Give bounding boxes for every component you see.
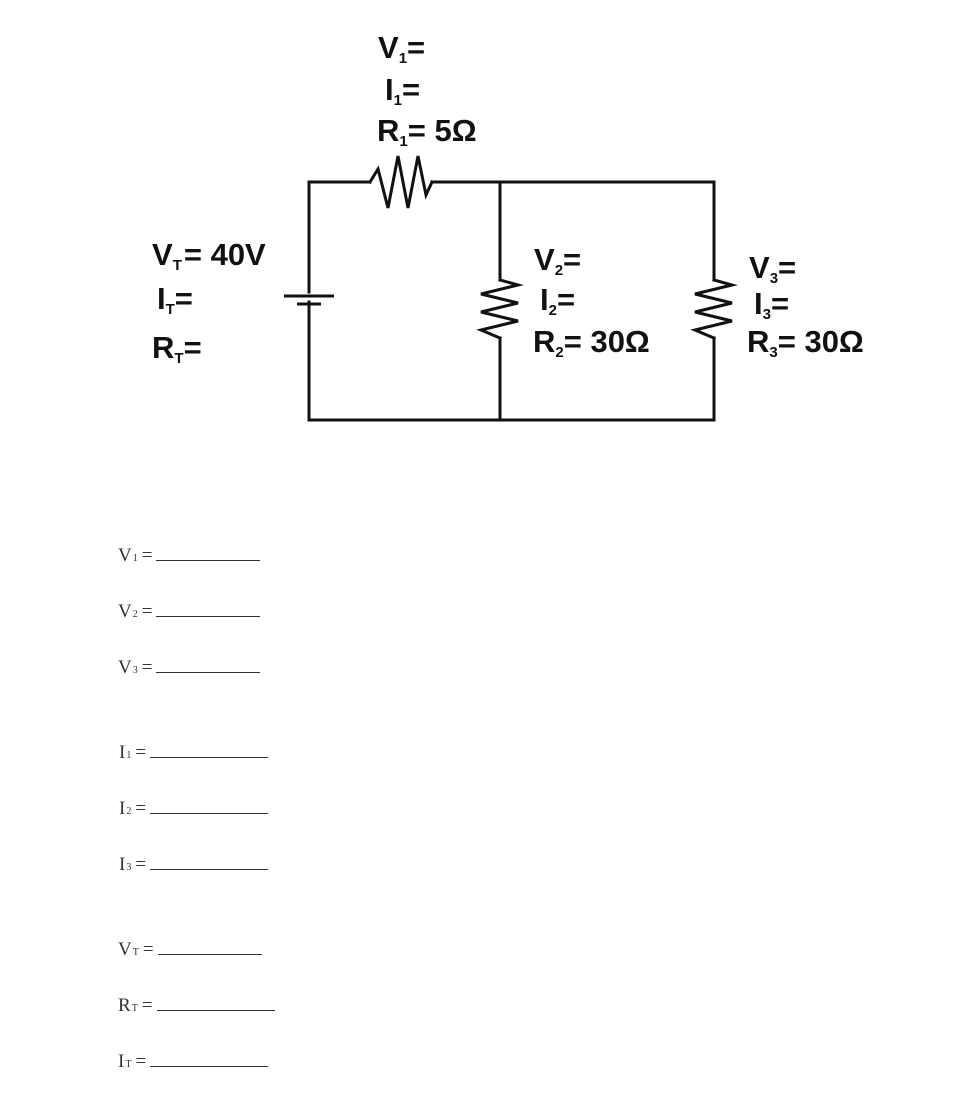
answer-eq: = [135,1051,147,1072]
label-v1: V1= [378,30,425,67]
answer-eq: = [141,657,153,678]
answer-sub: T [131,1003,138,1014]
label-i1: I1= [385,72,420,109]
answer-eq: = [135,854,147,875]
answer-var: I [119,798,126,819]
answer-blank-v1[interactable] [156,559,261,561]
resistor-r3-icon [690,278,738,340]
label-vt: VT= 40V [152,237,266,274]
label-r3: R3= 30Ω [747,324,864,361]
battery-icon [284,294,334,306]
answer-var: I [119,854,126,875]
answer-blank-i1[interactable] [150,756,269,758]
answer-blank-vt[interactable] [157,953,262,955]
answer-sub: 1 [132,553,138,564]
answer-var: R [118,995,131,1016]
answer-eq: = [141,545,153,566]
battery-labels: VT= 40V IT= RT= [152,237,266,367]
answer-blank-i3[interactable] [150,868,269,870]
label-rt: RT= [152,330,202,367]
answer-sub: 3 [132,665,138,676]
answer-eq: = [141,601,153,622]
r1-labels: V1= I1= R1= 5Ω [377,30,477,150]
r3-labels: V3= I3= R3= 30Ω [747,250,864,361]
resistor-r1-icon [367,155,434,209]
label-it: IT= [157,281,193,318]
answer-sub: 1 [126,750,132,761]
answer-var: V [118,545,132,566]
answer-sub: T [132,947,139,958]
answer-sub: T [125,1059,132,1070]
answer-blank-rt[interactable] [156,1009,275,1011]
answer-eq: = [142,939,154,960]
answer-eq: = [135,798,147,819]
answer-var: I [119,742,126,763]
label-r1: R1= 5Ω [377,113,477,150]
answer-sub: 3 [126,862,132,873]
answer-var: I [118,1051,125,1072]
answer-blank-v3[interactable] [156,671,261,673]
answer-sub: 2 [126,806,132,817]
label-v2: V2= [534,242,581,279]
r2-labels: V2= I2= R2= 30Ω [533,242,650,361]
answer-blank-v2[interactable] [156,615,261,617]
answer-eq: = [141,995,153,1016]
answer-blank-i2[interactable] [150,812,269,814]
answer-sub: 2 [132,609,138,620]
answer-eq: = [135,742,147,763]
label-v3: V3= [749,250,796,287]
label-i2: I2= [540,282,575,319]
label-r2: R2= 30Ω [533,324,650,361]
label-i3: I3= [754,286,789,323]
answer-blank-it[interactable] [150,1065,269,1067]
answer-var: V [118,657,132,678]
answer-var: V [118,601,132,622]
answer-var: V [118,939,132,960]
resistor-r2-icon [476,278,524,340]
